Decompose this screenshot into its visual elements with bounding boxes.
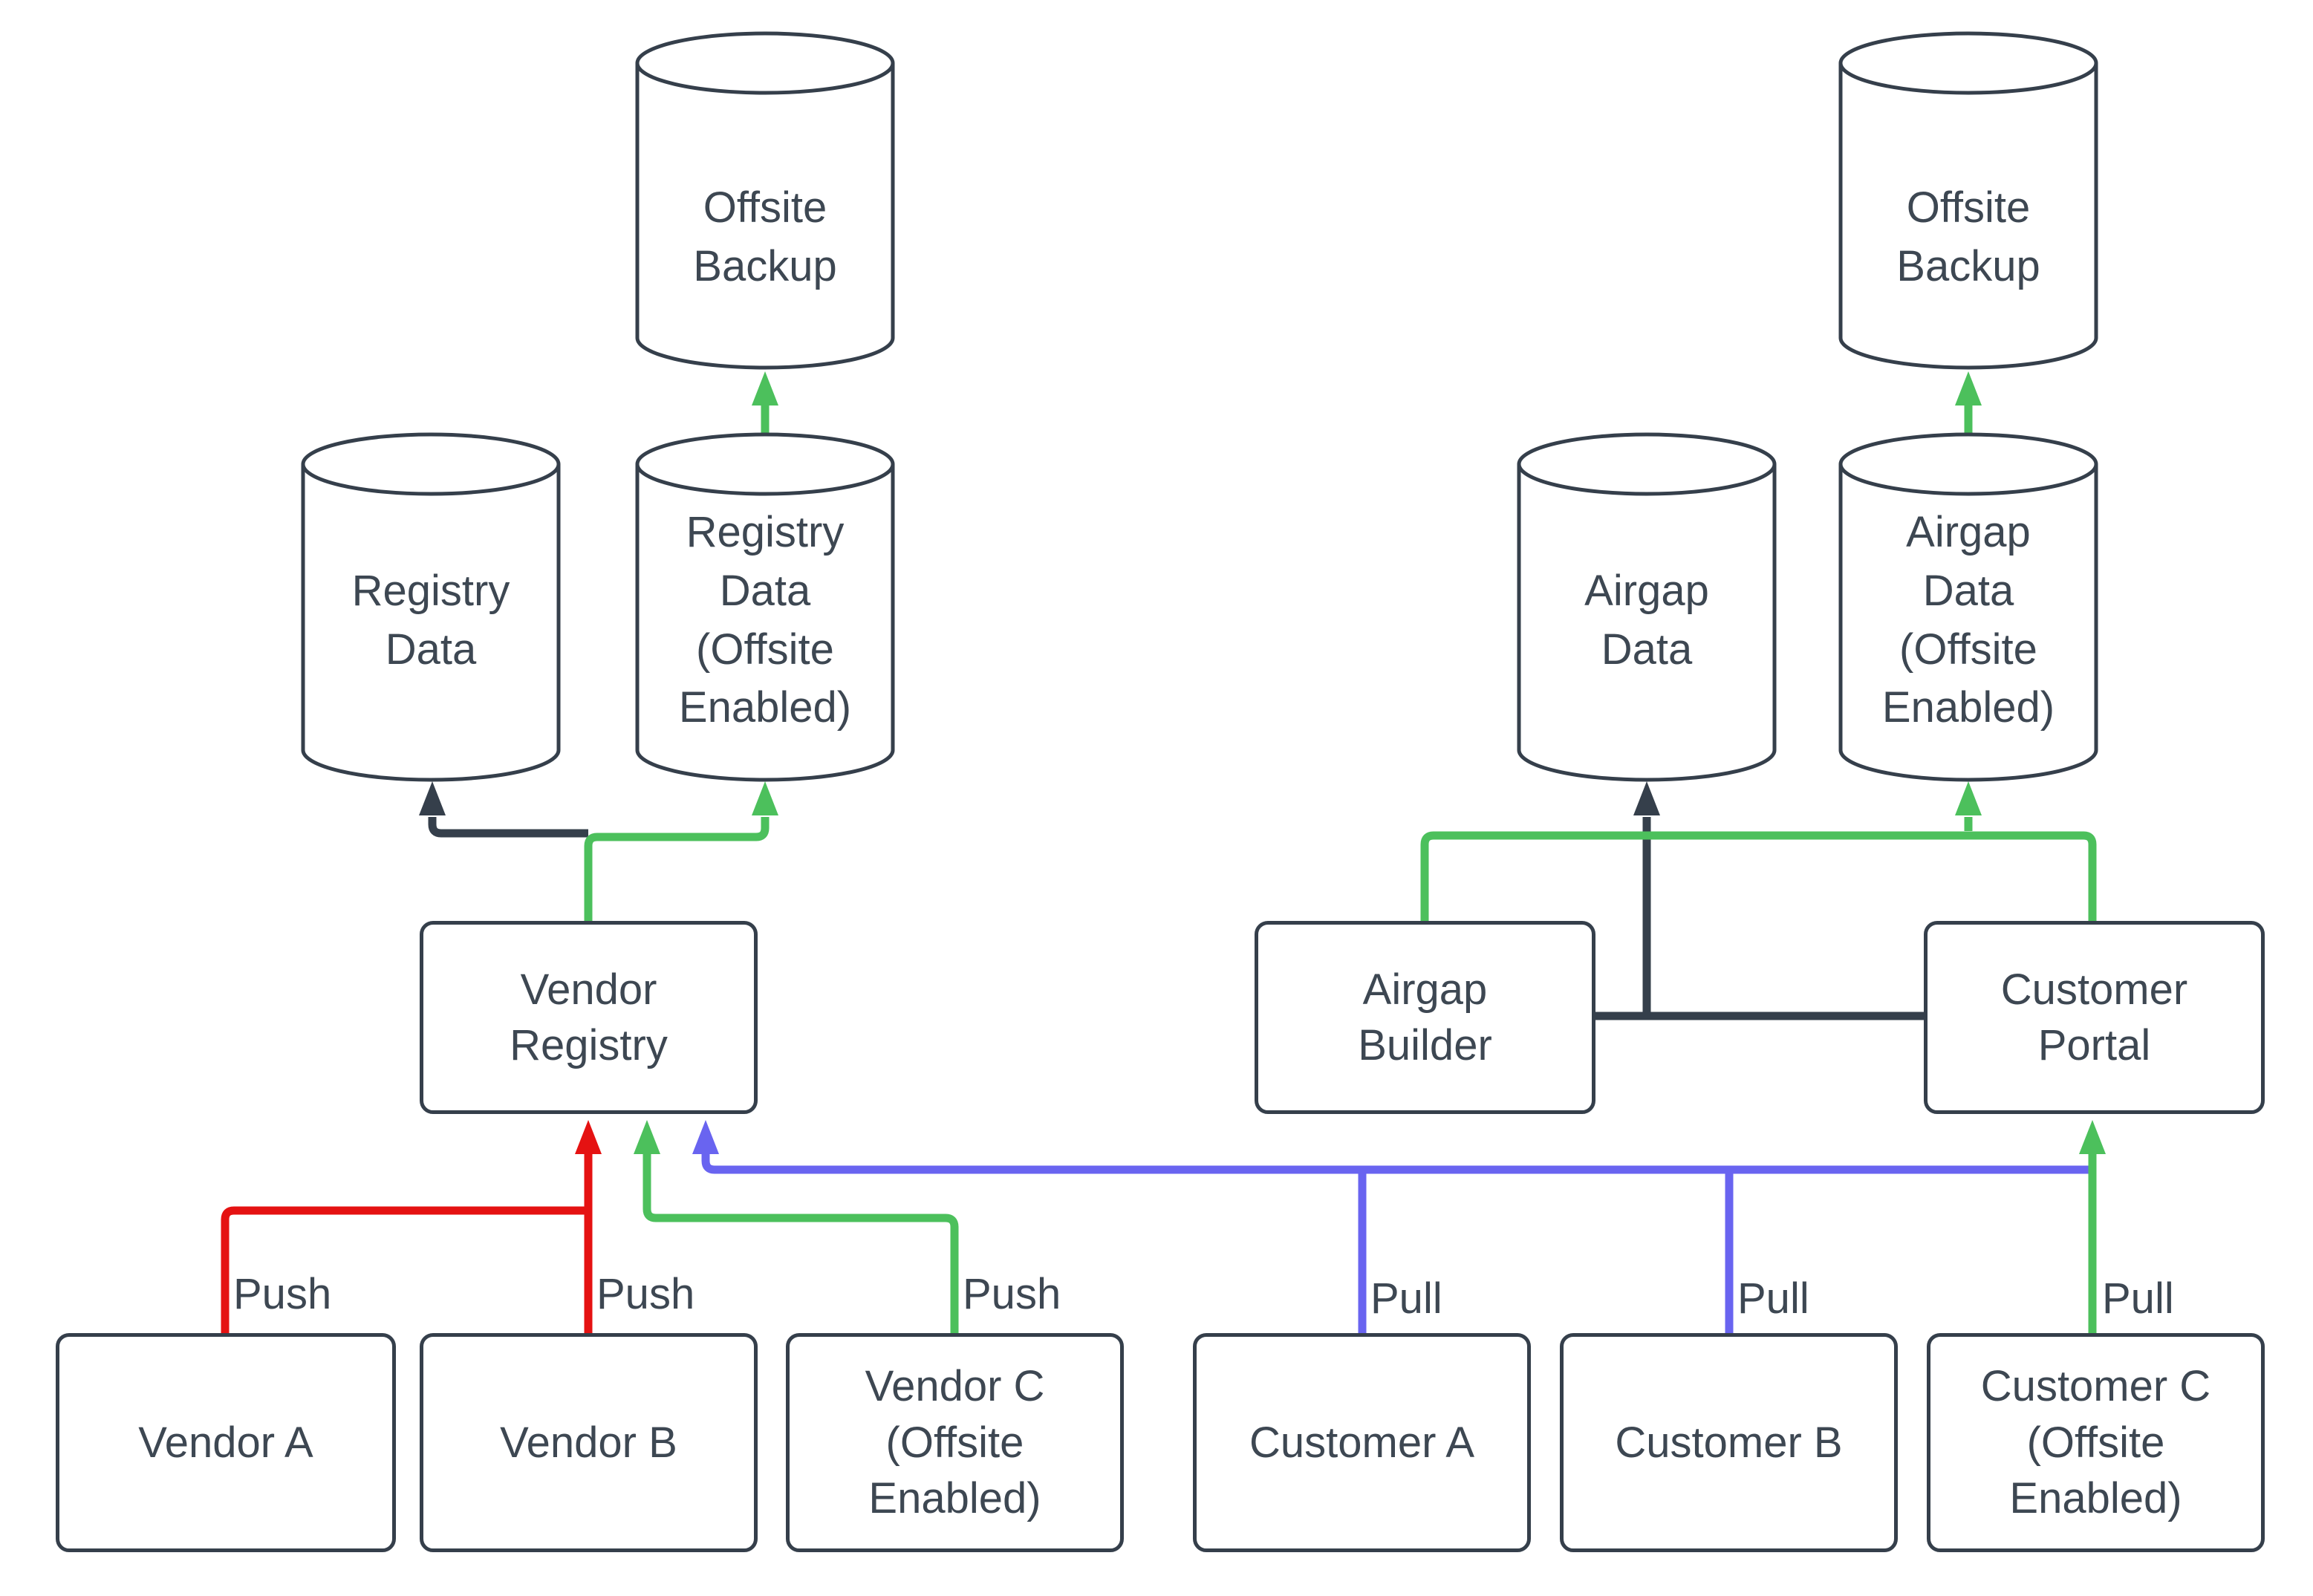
arrowhead-up-icon bbox=[1955, 371, 1982, 405]
edge-line bbox=[1420, 831, 2097, 921]
edge-label-customer-a-pull: Pull bbox=[1370, 1274, 1442, 1323]
edge-customers-pull-to-vendor-registry bbox=[692, 1120, 2092, 1333]
cylinder-top bbox=[1838, 31, 2098, 95]
cylinder-top bbox=[635, 432, 895, 496]
edge-line bbox=[584, 817, 770, 921]
arrowhead-up-icon bbox=[575, 1120, 602, 1154]
node-customer-b: Customer B bbox=[1560, 1333, 1898, 1552]
edge-vendor-registry-to-registry-data bbox=[419, 781, 588, 838]
node-vendor-b: Vendor B bbox=[420, 1333, 758, 1552]
edge-line bbox=[428, 817, 588, 838]
cylinder-top bbox=[1838, 432, 2098, 496]
edge-label-vendor-b-push: Push bbox=[596, 1270, 695, 1318]
arrowhead-up-icon bbox=[752, 781, 778, 815]
arrowhead-up-icon bbox=[634, 1120, 660, 1154]
node-customer-portal: Customer Portal bbox=[1924, 921, 2265, 1114]
cylinder-body bbox=[1838, 464, 2098, 782]
cylinder-top bbox=[301, 432, 561, 496]
arrowhead-up-icon bbox=[752, 371, 778, 405]
node-airgap-builder: Airgap Builder bbox=[1255, 921, 1595, 1114]
cylinder-body bbox=[301, 464, 561, 782]
node-vendor-registry: Vendor Registry bbox=[420, 921, 758, 1114]
edge-label-vendor-a-push: Push bbox=[233, 1270, 332, 1318]
node-vendor-c: Vendor C (Offsite Enabled) bbox=[786, 1333, 1124, 1552]
cylinder-body bbox=[1838, 63, 2098, 370]
node-customer-a: Customer A bbox=[1193, 1333, 1531, 1552]
arrowhead-up-icon bbox=[1633, 781, 1660, 815]
arrowhead-up-icon bbox=[419, 781, 446, 815]
edge-customer-c-to-customer-portal bbox=[2079, 1120, 2106, 1333]
edge-line bbox=[701, 1153, 2092, 1174]
cylinder-top bbox=[635, 31, 895, 95]
edge-vendor-registry-to-registry-data-offsite bbox=[584, 781, 778, 921]
edge-label-customer-c-pull: Pull bbox=[2102, 1274, 2174, 1323]
cylinder-body bbox=[1517, 464, 1777, 782]
edge-vendor-a-b-to-vendor-registry bbox=[221, 1120, 602, 1333]
node-vendor-a: Vendor A bbox=[56, 1333, 396, 1552]
cylinder-registry-data bbox=[301, 432, 561, 782]
arrowhead-up-icon bbox=[2079, 1120, 2106, 1154]
cylinder-top bbox=[1517, 432, 1777, 496]
arrowhead-up-icon bbox=[692, 1120, 719, 1154]
edge-builder-portal-to-airgap-data-offsite bbox=[1420, 781, 2097, 921]
cylinder-body bbox=[635, 464, 895, 782]
cylinder-body bbox=[635, 63, 895, 370]
arrowhead-up-icon bbox=[1955, 781, 1982, 815]
edge-label-customer-b-pull: Pull bbox=[1737, 1274, 1809, 1323]
cylinder-airgap-data-offsite bbox=[1838, 432, 2098, 782]
edge-line bbox=[642, 1153, 959, 1333]
cylinder-registry-data-offsite bbox=[635, 432, 895, 782]
edge-label-vendor-c-push: Push bbox=[963, 1270, 1061, 1318]
edge-registry-data-offsite-to-offsite-backup bbox=[752, 371, 778, 434]
edge-airgap-builder-to-customer-portal bbox=[1595, 781, 1924, 1020]
edge-vendor-c-to-vendor-registry bbox=[634, 1120, 959, 1333]
node-customer-c: Customer C (Offsite Enabled) bbox=[1927, 1333, 2265, 1552]
edge-airgap-data-offsite-to-offsite-backup bbox=[1955, 371, 1982, 434]
cylinder-offsite-backup-right bbox=[1838, 31, 2098, 370]
edge-line-vendor-a bbox=[221, 1206, 585, 1333]
cylinder-airgap-data bbox=[1517, 432, 1777, 782]
cylinder-offsite-backup-left bbox=[635, 31, 895, 370]
